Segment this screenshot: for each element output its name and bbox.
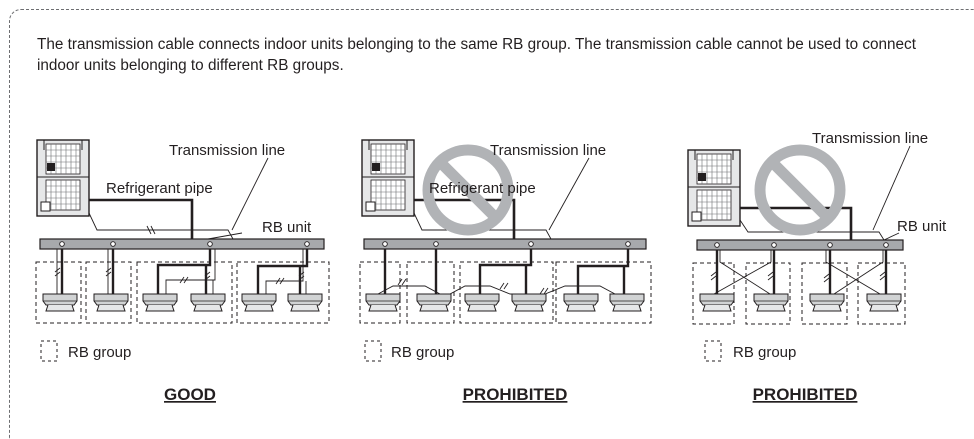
transmission-line-label-2: Transmission line — [490, 142, 606, 159]
transmission-line-label-1: Transmission line — [169, 142, 285, 159]
rb-group-legend-icon — [364, 340, 382, 362]
rb-group-label-2: RB group — [391, 344, 454, 361]
caption-prohibited-2: PROHIBITED — [753, 385, 858, 404]
intro-text: The transmission cable connects indoor u… — [37, 36, 916, 74]
refrigerant-pipe-1 — [89, 198, 194, 239]
transmission-line-label-3: Transmission line — [812, 130, 928, 147]
rb-group-legend-icon — [704, 340, 722, 362]
rb-group-label-3: RB group — [733, 344, 796, 361]
refrigerant-pipe-label-2: Refrigerant pipe — [429, 180, 536, 197]
refrigerant-pipe-label-1: Refrigerant pipe — [106, 180, 213, 197]
rb-unit-label-3: RB unit — [897, 218, 947, 235]
caption-good: GOOD — [164, 385, 216, 404]
panel-prohibited-2: Transmission line RB unit RB group PROHI… — [687, 130, 947, 404]
panel-prohibited-1: Transmission line Refrigerant pipe RB gr… — [359, 139, 652, 404]
caption-prohibited-1: PROHIBITED — [463, 385, 568, 404]
outdoor-unit-2 — [361, 139, 415, 217]
rb-group-legend-icon — [40, 340, 58, 362]
outdoor-unit-1 — [36, 139, 90, 217]
rb-unit-bar-1 — [39, 238, 325, 250]
rb-unit-label-1: RB unit — [262, 219, 312, 236]
prohibited-sign-2 — [760, 150, 840, 230]
rb-unit-bar-2 — [363, 238, 647, 250]
panel-good: Transmission line Refrigerant pipe RB un… — [35, 139, 330, 404]
transmission-wire-1 — [88, 212, 234, 240]
rb-group-label-1: RB group — [68, 344, 131, 361]
rb-unit-bar-3 — [696, 239, 904, 251]
outdoor-unit-3 — [687, 149, 741, 227]
dashed-frame — [9, 9, 974, 439]
rb-wiring-diagram: Transmission line Refrigerant pipe RB un… — [35, 130, 947, 404]
